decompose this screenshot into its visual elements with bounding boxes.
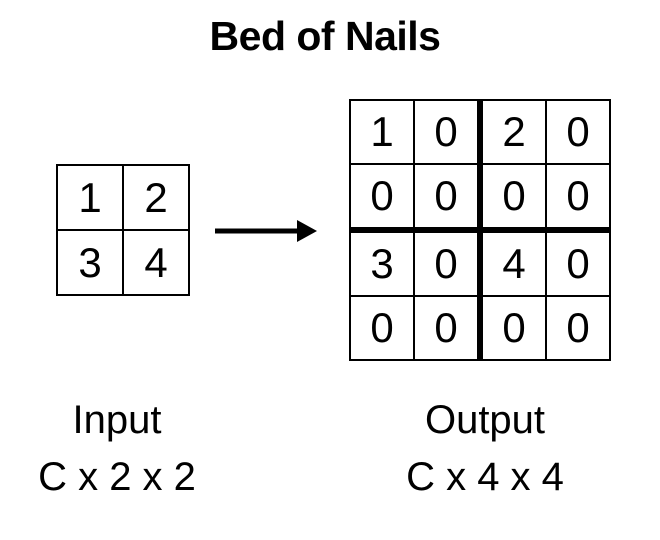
output-cell-2-0: 3 bbox=[349, 229, 415, 297]
output-grid-table: 1 0 2 0 0 0 0 0 3 0 4 0 0 0 0 0 bbox=[349, 99, 611, 361]
output-grid-row: 0 0 0 0 bbox=[349, 295, 611, 361]
right-arrow-icon bbox=[215, 220, 317, 242]
input-grid-row: 1 2 bbox=[56, 164, 190, 231]
output-cell-2-2: 4 bbox=[479, 229, 547, 297]
output-cell-0-1: 0 bbox=[413, 99, 483, 165]
output-cell-0-3: 0 bbox=[545, 99, 611, 165]
output-grid-row: 0 0 0 0 bbox=[349, 163, 611, 233]
output-cell-0-2: 2 bbox=[479, 99, 547, 165]
output-cell-1-1: 0 bbox=[413, 163, 483, 233]
input-cell-1-0: 3 bbox=[56, 229, 124, 296]
output-cell-1-2: 0 bbox=[479, 163, 547, 233]
output-cell-0-0: 1 bbox=[349, 99, 415, 165]
output-cell-3-0: 0 bbox=[349, 295, 415, 361]
input-grid-table: 1 2 3 4 bbox=[56, 164, 190, 296]
output-caption: Output C x 4 x 4 bbox=[330, 392, 640, 506]
input-grid-row: 3 4 bbox=[56, 229, 190, 296]
output-label: Output bbox=[424, 398, 546, 442]
input-dims: C x 2 x 2 bbox=[38, 455, 196, 499]
output-grid-row: 3 0 4 0 bbox=[349, 229, 611, 297]
output-cell-3-3: 0 bbox=[545, 295, 611, 361]
output-cell-1-0: 0 bbox=[349, 163, 415, 233]
input-cell-0-1: 2 bbox=[122, 164, 190, 231]
output-grid-row: 1 0 2 0 bbox=[349, 99, 611, 165]
input-caption: Input C x 2 x 2 bbox=[12, 392, 222, 506]
output-dims: C x 4 x 4 bbox=[406, 455, 564, 499]
input-cell-0-0: 1 bbox=[56, 164, 124, 231]
input-grid: 1 2 3 4 bbox=[56, 164, 190, 296]
output-cell-2-1: 0 bbox=[413, 229, 483, 297]
input-cell-1-1: 4 bbox=[122, 229, 190, 296]
output-cell-3-1: 0 bbox=[413, 295, 483, 361]
output-cell-1-3: 0 bbox=[545, 163, 611, 233]
input-label: Input bbox=[72, 398, 162, 442]
output-grid: 1 0 2 0 0 0 0 0 3 0 4 0 0 0 0 0 bbox=[349, 99, 611, 361]
output-cell-3-2: 0 bbox=[479, 295, 547, 361]
diagram-title: Bed of Nails bbox=[209, 13, 441, 59]
output-cell-2-3: 0 bbox=[545, 229, 611, 297]
